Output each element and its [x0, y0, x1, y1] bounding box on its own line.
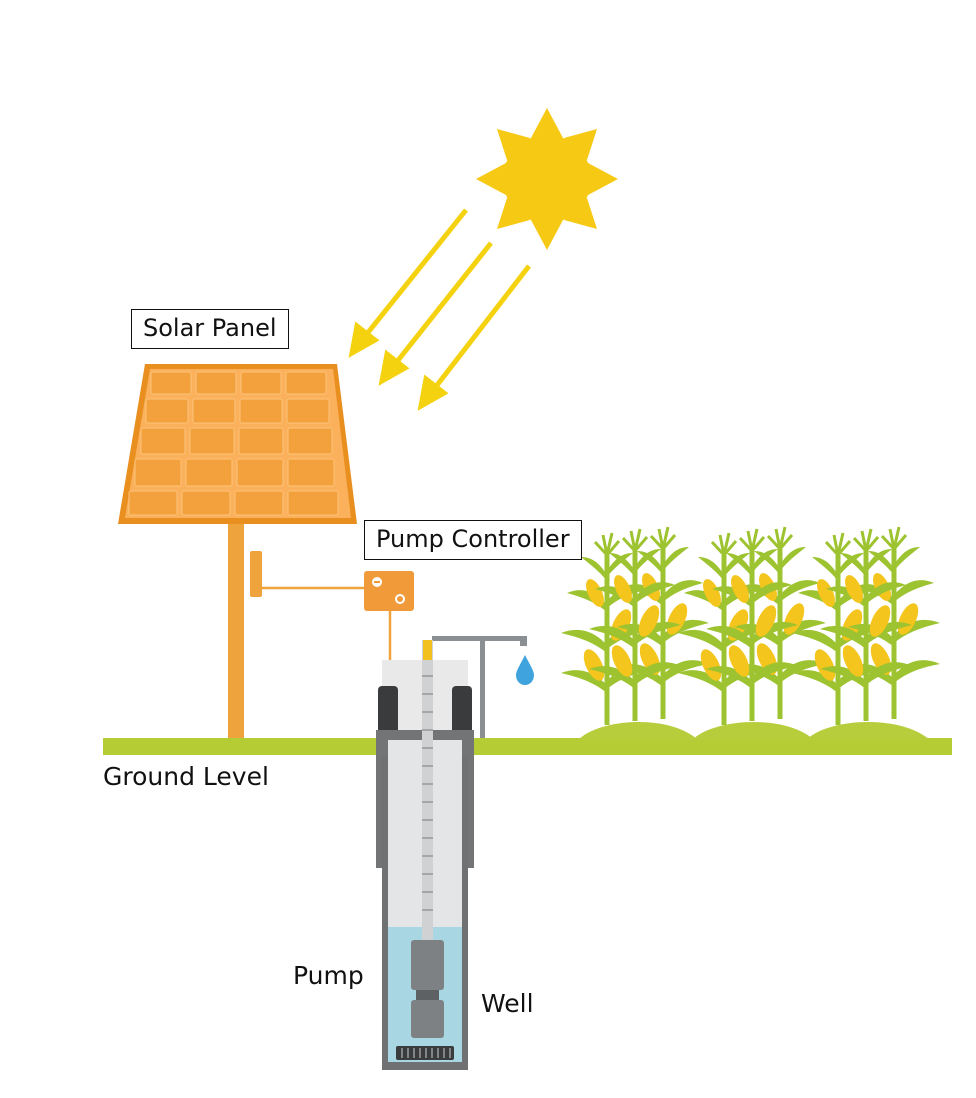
- pump-controller-box: [364, 571, 414, 611]
- submersible-pump: [396, 940, 454, 1060]
- sun-icon: [476, 108, 618, 250]
- well-label: Well: [481, 989, 534, 1018]
- riser-pipe: [422, 640, 433, 940]
- ground-level-label: Ground Level: [103, 762, 269, 791]
- crop-field: [561, 527, 940, 740]
- outlet-pipe: [432, 636, 527, 738]
- solar-panel-label: Solar Panel: [131, 309, 289, 349]
- sun-rays: [348, 208, 531, 411]
- pump-controller-label: Pump Controller: [364, 520, 582, 560]
- water-drop-icon: [516, 655, 534, 685]
- controller-wiring: [262, 586, 392, 660]
- solar-panel: [118, 364, 357, 738]
- ground-line: [103, 738, 952, 755]
- pump-label: Pump: [293, 961, 364, 990]
